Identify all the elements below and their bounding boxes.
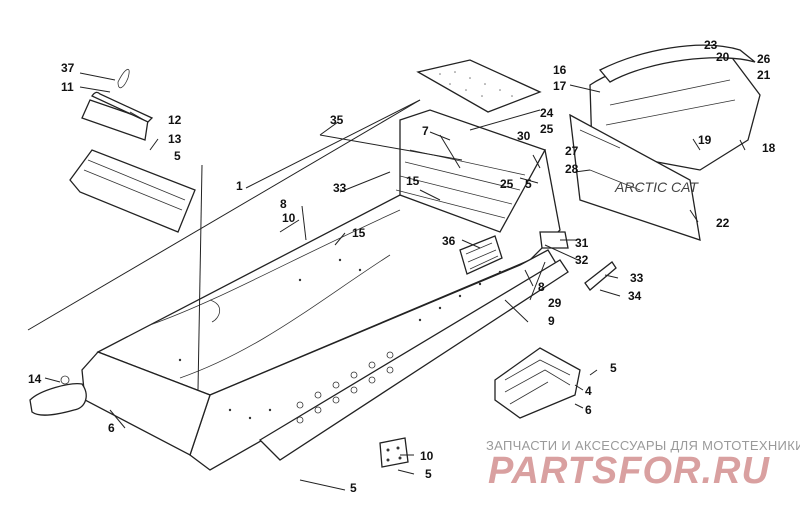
callout-34: 34	[628, 289, 642, 303]
callout-8b: 8	[538, 280, 545, 294]
callout-5c: 5	[425, 467, 432, 481]
callout-23: 23	[704, 38, 718, 52]
callout-25b: 25	[500, 177, 514, 191]
callout-16: 16	[553, 63, 567, 77]
callout-9: 9	[548, 314, 555, 328]
callout-20: 20	[716, 50, 730, 64]
callout-14: 14	[28, 372, 42, 386]
callout-6a: 6	[108, 421, 115, 435]
callout-labels: 1 10 33 4 5 5 5 5 5 6 6 7 8 8 9 10 11 12…	[28, 38, 776, 495]
callout-21: 21	[757, 68, 771, 82]
callout-5e: 5	[525, 177, 532, 191]
callout-6b: 6	[585, 403, 592, 417]
callout-36: 36	[442, 234, 456, 248]
strip-33	[584, 261, 617, 291]
callout-5a: 5	[174, 149, 181, 163]
callout-32: 32	[575, 253, 589, 267]
callout-37: 37	[61, 61, 75, 75]
callout-11: 11	[61, 80, 74, 94]
callout-22: 22	[716, 216, 730, 230]
callout-12: 12	[168, 113, 182, 127]
callout-15b: 15	[352, 226, 366, 240]
callout-7: 7	[422, 124, 429, 138]
plate-10	[379, 437, 409, 468]
watermark-caption: ЗАПЧАСТИ И АКСЕССУАРЫ ДЛЯ МОТОТЕХНИКИ	[486, 438, 800, 453]
callout-26: 26	[757, 52, 771, 66]
callout-5d: 5	[350, 481, 357, 495]
callout-1: 1	[236, 179, 243, 193]
callout-31: 31	[575, 236, 589, 250]
traction-mat	[416, 59, 542, 113]
callout-25a: 25	[540, 122, 554, 136]
watermark-logo: PARTSFOR.RU	[488, 450, 770, 492]
mud-flap	[29, 383, 87, 416]
callout-15a: 15	[406, 174, 420, 188]
bracket-31	[539, 231, 569, 249]
tunnel-assembly	[27, 99, 569, 471]
callout-3: 33	[333, 181, 347, 195]
callout-2: 10	[282, 211, 296, 225]
callout-33: 33	[630, 271, 644, 285]
callout-28: 28	[565, 162, 579, 176]
step-plate	[494, 347, 581, 419]
callout-29: 29	[548, 296, 562, 310]
callout-30: 30	[517, 129, 531, 143]
left-parts	[69, 69, 196, 233]
callout-4: 4	[585, 384, 592, 398]
callout-35: 35	[330, 113, 344, 127]
callout-24: 24	[540, 106, 554, 120]
callout-5b: 5	[610, 361, 617, 375]
callout-13: 13	[168, 132, 182, 146]
callout-19: 19	[698, 133, 712, 147]
callout-27: 27	[565, 144, 579, 158]
callout-17: 17	[553, 79, 567, 93]
rear-bumper: ARCTIC CAT	[569, 44, 761, 241]
callout-8a: 8	[280, 197, 287, 211]
callout-18: 18	[762, 141, 776, 155]
callout-10: 10	[420, 449, 434, 463]
svg-text:ARCTIC CAT: ARCTIC CAT	[614, 179, 699, 195]
leader-lines	[44, 72, 746, 491]
